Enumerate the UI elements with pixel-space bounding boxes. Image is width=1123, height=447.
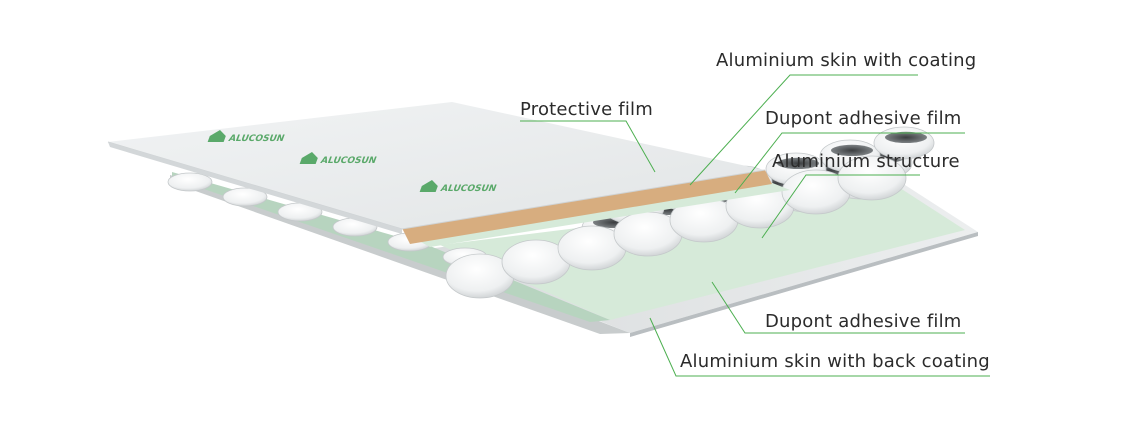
logo-text: ALUCOSUN (319, 155, 378, 166)
bottom-adhesive-film (440, 188, 965, 320)
logo-text: ALUCOSUN (439, 183, 498, 194)
protective-film (108, 102, 765, 229)
leader-dupont-adhesive-bottom (711, 281, 965, 334)
leader-dupont-adhesive-top (734, 132, 965, 194)
logo-text: ALUCOSUN (227, 133, 286, 144)
label-aluminium-structure: Aluminium structure (772, 151, 960, 172)
leader-aluminium-structure (761, 174, 920, 239)
label-dupont-adhesive-bottom: Dupont adhesive film (765, 311, 962, 332)
leader-protective-film (520, 120, 656, 173)
structure-cell-opening (831, 144, 873, 156)
label-protective-film: Protective film (520, 99, 653, 120)
bottom-aluminium-skin-edge (630, 232, 978, 337)
leader-aluminium-skin-back (649, 317, 990, 377)
structure-cell-opening (885, 131, 927, 143)
logo-mark-3: ALUCOSUN (419, 180, 498, 194)
aluminium-coating-layer (402, 170, 772, 244)
label-aluminium-skin-back: Aluminium skin with back coating (680, 351, 990, 372)
label-dupont-adhesive-top: Dupont adhesive film (765, 108, 962, 129)
logo-mark-1: ALUCOSUN (207, 130, 286, 144)
left-panel-side (108, 142, 402, 234)
structure-dome (167, 172, 213, 192)
top-adhesive-film (410, 182, 790, 247)
structure-cell-opening (777, 157, 819, 169)
leader-lines (520, 74, 990, 377)
logo-mark-2: ALUCOSUN (299, 152, 378, 166)
structure-dome (837, 155, 907, 201)
leader-aluminium-skin-coating (689, 74, 918, 186)
structure-dome (222, 187, 268, 207)
label-aluminium-skin-coating: Aluminium skin with coating (716, 50, 977, 71)
